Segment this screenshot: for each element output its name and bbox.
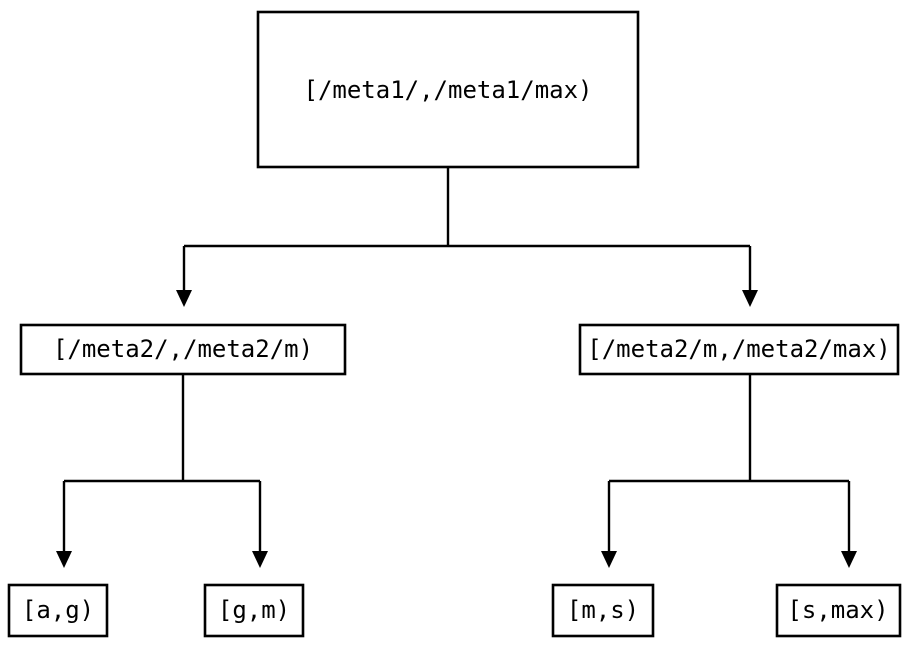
arrow-head-to-leaf-3 [601, 551, 617, 568]
node-mid-right[interactable]: [/meta2/m,/meta2/max) [578, 323, 900, 376]
node-mid-left[interactable]: [/meta2/,/meta2/m) [19, 323, 347, 376]
arrow-head-to-mid-right [742, 290, 758, 307]
arrow-head-to-leaf-2 [252, 551, 268, 568]
node-root[interactable]: [/meta1/,/meta1/max) [256, 10, 640, 169]
node-leaf-3[interactable]: [m,s) [551, 583, 655, 638]
arrow-head-to-mid-left [176, 290, 192, 307]
arrow-head-to-leaf-1 [56, 551, 72, 568]
node-leaf-3-box[interactable] [551, 583, 655, 638]
edge-group-mid-right [601, 374, 857, 568]
node-leaf-1-box[interactable] [7, 583, 109, 638]
node-leaf-2[interactable]: [g,m) [203, 583, 305, 638]
node-root-label: [/meta1/,/meta1/max) [304, 76, 593, 104]
node-mid-right-box[interactable] [578, 323, 900, 376]
node-leaf-4[interactable]: [s,max) [775, 583, 902, 638]
node-root-box[interactable] [256, 10, 640, 169]
node-leaf-4-box[interactable] [775, 583, 902, 638]
arrow-head-to-leaf-4 [841, 551, 857, 568]
node-mid-right-label: [/meta2/m,/meta2/max) [587, 335, 890, 363]
edge-group-root [176, 167, 758, 307]
edge-group-mid-left [56, 374, 268, 568]
node-mid-left-label: [/meta2/,/meta2/m) [53, 335, 313, 363]
node-leaf-1-label: [a,g) [22, 596, 94, 624]
node-leaf-2-box[interactable] [203, 583, 305, 638]
node-leaf-4-label: [s,max) [787, 596, 888, 624]
node-leaf-3-label: [m,s) [567, 596, 639, 624]
node-leaf-2-label: [g,m) [218, 596, 290, 624]
node-mid-left-box[interactable] [19, 323, 347, 376]
node-leaf-1[interactable]: [a,g) [7, 583, 109, 638]
